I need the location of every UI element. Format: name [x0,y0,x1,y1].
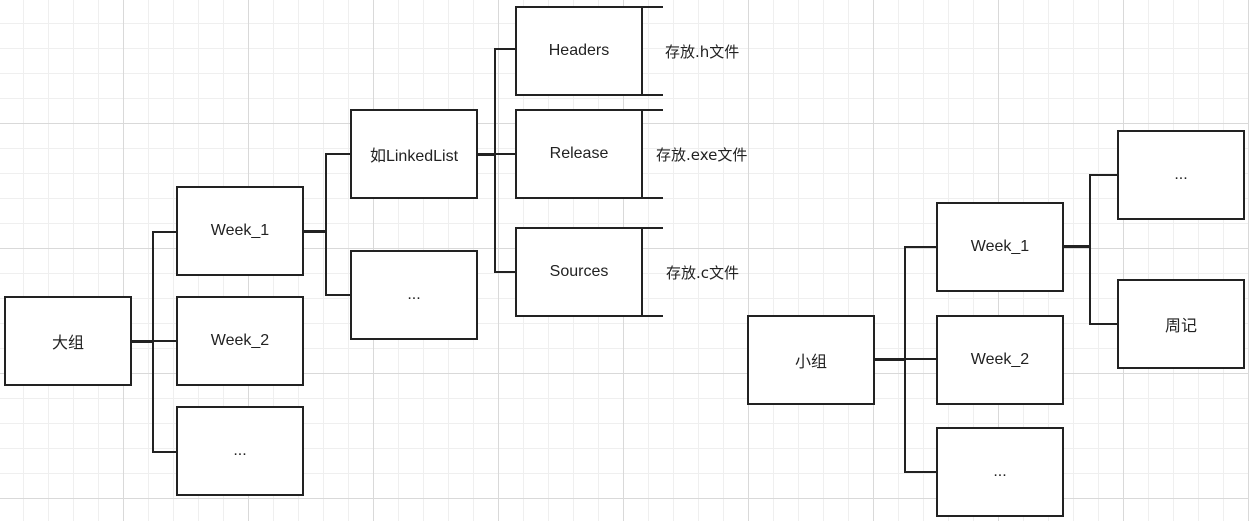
node-label: ... [233,442,247,459]
bracket-line [641,227,663,229]
connector-line [325,153,327,296]
sources-note: 存放.c文件 [666,264,740,282]
node-label: 周记 [1164,318,1197,335]
node-label: Sources [549,263,609,280]
connector-line [1089,174,1118,176]
connector-line [1089,323,1118,325]
connector-line [904,471,937,473]
node-label: Week_2 [210,332,270,349]
connector-line [476,153,496,156]
connector-line [494,48,516,50]
connector-line [152,231,154,453]
week-1-node: Week_1 [176,186,304,276]
connector-line [494,271,516,273]
release-folder-node: Release [515,109,643,199]
node-label: Headers [548,42,610,59]
connector-line [130,340,154,343]
connector-line [904,246,937,248]
node-label: ... [993,463,1007,480]
week-2-node: Week_2 [176,296,304,386]
connector-line [1062,245,1091,248]
connector-line [325,153,351,155]
node-label: 小组 [794,354,827,371]
more-items-node: ... [1117,130,1245,220]
release-note: 存放.exe文件 [656,146,748,164]
bracket-line [641,197,663,199]
connector-line [904,358,937,360]
linkedlist-node: 如LinkedList [350,109,478,199]
sources-folder-node: Sources [515,227,643,317]
node-label: Week_1 [210,222,270,239]
connector-line [152,340,177,342]
node-label: Release [549,145,609,162]
more-project-node: ... [350,250,478,340]
node-label: ... [1174,166,1188,183]
week-1-node: Week_1 [936,202,1064,292]
week-more-node: ... [936,427,1064,517]
connector-line [494,153,516,155]
root-node-big-group: 大组 [4,296,132,386]
bracket-line [641,94,663,96]
connector-line [494,48,496,273]
headers-folder-node: Headers [515,6,643,96]
bracket-line [641,109,663,111]
connector-line [873,358,906,361]
headers-note: 存放.h文件 [665,43,740,61]
node-label: Week_1 [970,238,1030,255]
connector-line [152,451,177,453]
node-label: 大组 [51,335,84,352]
bracket-line [641,315,663,317]
connector-line [325,294,351,296]
connector-line [302,230,327,233]
connector-line [152,231,177,233]
connector-line [1089,174,1091,325]
weekly-journal-node: 周记 [1117,279,1245,369]
week-2-node: Week_2 [936,315,1064,405]
bracket-line [641,6,663,8]
node-label: ... [407,286,421,303]
week-more-node: ... [176,406,304,496]
node-label: 如LinkedList [369,148,459,165]
node-label: Week_2 [970,351,1030,368]
root-node-small-group: 小组 [747,315,875,405]
